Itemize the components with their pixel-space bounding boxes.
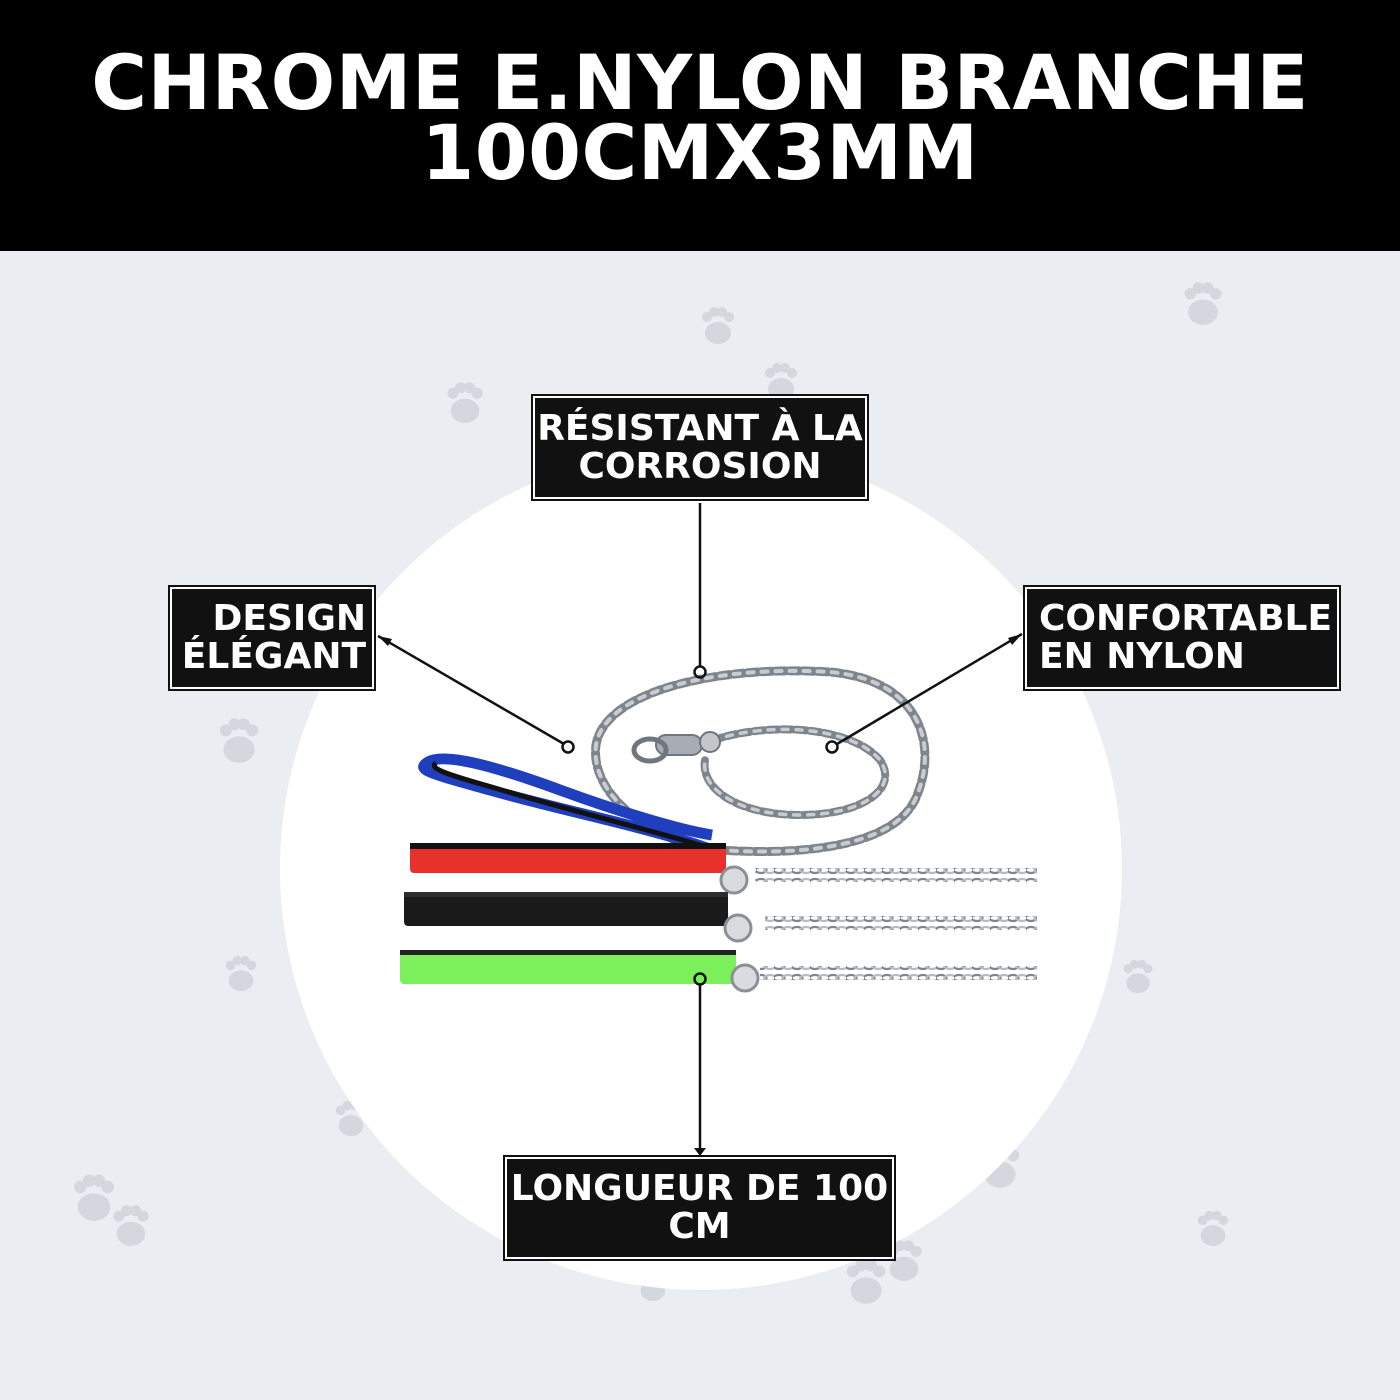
paw-print-icon [225, 955, 257, 992]
title-line-2: 100CMX3MM [421, 108, 979, 197]
snap-hook [631, 731, 721, 764]
paw-print-icon [113, 1205, 149, 1246]
chain-black [765, 916, 1037, 930]
feature-label-line: CM [668, 1206, 731, 1247]
black-handle [404, 892, 753, 943]
chain-coil [591, 666, 930, 857]
paw-print-icon [74, 1174, 114, 1221]
feature-label-line: CONFORTABLE [1039, 598, 1333, 639]
green-handle [400, 950, 760, 993]
feature-label-corrosion: RÉSISTANT À LA CORROSION [531, 394, 869, 501]
paw-print-icon [447, 382, 483, 423]
blue-handle [418, 753, 714, 856]
paw-print-icon [1197, 1210, 1229, 1247]
paw-print-icon [1184, 282, 1222, 325]
header-banner: CHROME E.NYLON BRANCHE 100CMX3MM [0, 0, 1400, 251]
chain-red [755, 868, 1037, 882]
feature-label-design: DESIGN ÉLÉGANT [168, 585, 376, 691]
paw-print-icon [846, 1259, 886, 1304]
feature-label-line: CORROSION [578, 445, 822, 487]
feature-label-line: LONGUEUR DE 100 [510, 1168, 889, 1209]
paw-print-icon [1123, 959, 1153, 994]
red-handle [410, 843, 749, 895]
feature-label-nylon: CONFORTABLE EN NYLON [1023, 585, 1341, 691]
feature-label-line: EN NYLON [1039, 636, 1245, 677]
feature-label-length: LONGUEUR DE 100 CM [503, 1155, 896, 1261]
feature-label-line: DESIGN [212, 598, 366, 639]
chain-green [760, 966, 1037, 980]
feature-label-line: ÉLÉGANT [181, 636, 366, 677]
title-line-1: CHROME E.NYLON BRANCHE [91, 38, 1309, 127]
paw-print-icon [219, 718, 259, 763]
chain-leash-image [400, 666, 1037, 993]
feature-label-line: RÉSISTANT À LA [537, 407, 863, 449]
paw-print-icon [702, 307, 734, 344]
